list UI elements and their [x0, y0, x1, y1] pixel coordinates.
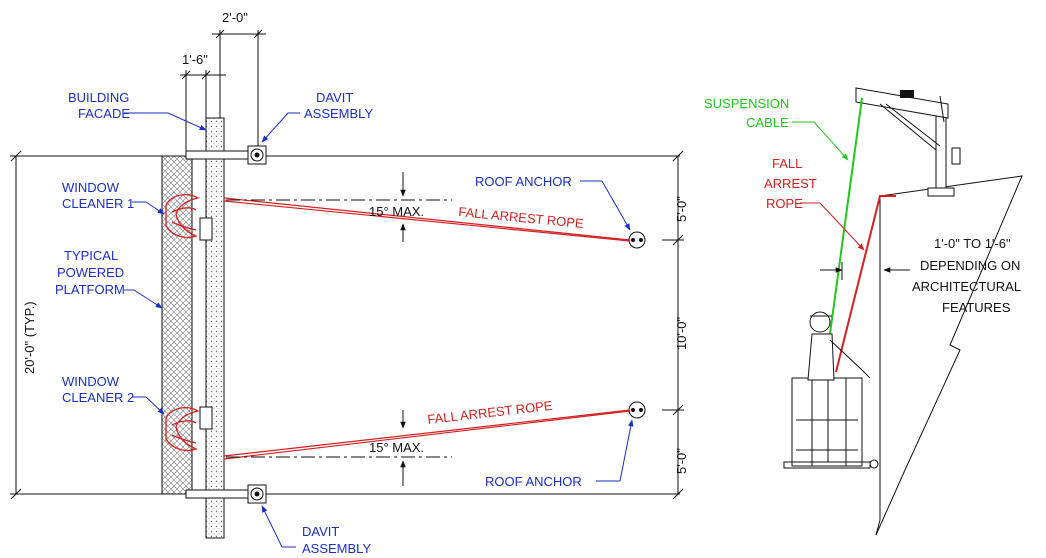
- window-cleaner-1-figure: [165, 194, 200, 239]
- dim-overall-height: 20'-0" (TYP.): [22, 301, 37, 374]
- dim-bottom-anchor-rise: 5'-0": [674, 448, 689, 474]
- svg-text:FACADE: FACADE: [78, 106, 130, 121]
- svg-text:ASSEMBLY: ASSEMBLY: [304, 106, 373, 121]
- svg-text:CABLE: CABLE: [746, 115, 789, 130]
- davit-assembly-top-icon: [247, 145, 267, 165]
- dim-top-offset: 2'-0": [222, 10, 248, 25]
- svg-text:BUILDING: BUILDING: [68, 90, 129, 105]
- svg-text:FALL: FALL: [772, 156, 802, 171]
- dim-platform-width: 1'-6": [182, 52, 208, 67]
- svg-text:WINDOW: WINDOW: [62, 374, 120, 389]
- roof-anchor-top-icon: [628, 231, 646, 249]
- label-suspension-cable: SUSPENSION CABLE: [704, 96, 789, 130]
- label-offset-note: 1'-0" TO 1'-6" DEPENDING ON ARCHITECTURA…: [912, 236, 1021, 315]
- svg-text:WINDOW: WINDOW: [62, 180, 120, 195]
- fall-arrest-rope-bottom-line: [223, 409, 631, 457]
- label-roof-anchor-bottom: ROOF ANCHOR: [485, 474, 582, 489]
- svg-text:FEATURES: FEATURES: [942, 300, 1011, 315]
- building-facade-wall: [205, 117, 225, 539]
- svg-text:POWERED: POWERED: [57, 265, 124, 280]
- davit-section: [855, 87, 961, 197]
- dim-top-anchor-drop: 5'-0": [674, 196, 689, 222]
- svg-text:DAVIT: DAVIT: [302, 524, 339, 539]
- fall-arrest-rope-side-line: [835, 195, 896, 373]
- svg-text:PLATFORM: PLATFORM: [55, 282, 125, 297]
- svg-text:1'-0" TO 1'-6": 1'-0" TO 1'-6": [934, 236, 1011, 251]
- suspension-cable-line: [823, 97, 863, 379]
- svg-text:DEPENDING ON: DEPENDING ON: [920, 258, 1020, 273]
- label-davit-assembly-top: DAVIT ASSEMBLY: [304, 90, 373, 121]
- svg-text:CLEANER 1: CLEANER 1: [62, 196, 134, 211]
- label-typical-platform: TYPICAL POWERED PLATFORM: [55, 248, 125, 297]
- window-cleaner-2-figure: [165, 407, 200, 452]
- svg-text:DAVIT: DAVIT: [316, 90, 353, 105]
- label-fall-arrest-rope-top: FALL ARREST ROPE: [458, 204, 585, 231]
- svg-text:ROPE: ROPE: [766, 196, 803, 211]
- label-building-facade: BUILDING FACADE: [68, 90, 130, 121]
- svg-text:SUSPENSION: SUSPENSION: [704, 96, 789, 111]
- dim-middle-spacing: 10'-0": [674, 316, 689, 350]
- building-section-outline: [875, 175, 1023, 536]
- svg-text:CLEANER 2: CLEANER 2: [62, 390, 134, 405]
- svg-text:ASSEMBLY: ASSEMBLY: [302, 541, 371, 556]
- label-fall-arrest-rope-side: FALL ARREST ROPE: [764, 156, 817, 211]
- davit-assembly-bottom-icon: [247, 484, 267, 504]
- fall-arrest-rope-top-line: [223, 197, 631, 241]
- label-window-cleaner-2: WINDOW CLEANER 2: [62, 374, 134, 405]
- angle-label-bottom: 15° MAX.: [369, 440, 424, 455]
- svg-text:ROOF ANCHOR: ROOF ANCHOR: [475, 174, 572, 189]
- davit-arm-top: [185, 150, 251, 160]
- angle-label-top: 15° MAX.: [369, 204, 424, 219]
- suspended-platform-cage: [783, 377, 879, 469]
- svg-text:TYPICAL: TYPICAL: [64, 248, 118, 263]
- roof-anchor-bottom-icon: [628, 401, 646, 419]
- label-davit-assembly-bottom: DAVIT ASSEMBLY: [302, 524, 371, 556]
- davit-arm-bottom: [185, 489, 251, 499]
- svg-text:ROOF ANCHOR: ROOF ANCHOR: [485, 474, 582, 489]
- label-roof-anchor-top: ROOF ANCHOR: [475, 174, 572, 189]
- svg-text:ARREST: ARREST: [764, 176, 817, 191]
- svg-text:ARCHITECTURAL: ARCHITECTURAL: [912, 279, 1021, 294]
- label-window-cleaner-1: WINDOW CLEANER 1: [62, 180, 134, 211]
- worker-figure: [807, 311, 871, 462]
